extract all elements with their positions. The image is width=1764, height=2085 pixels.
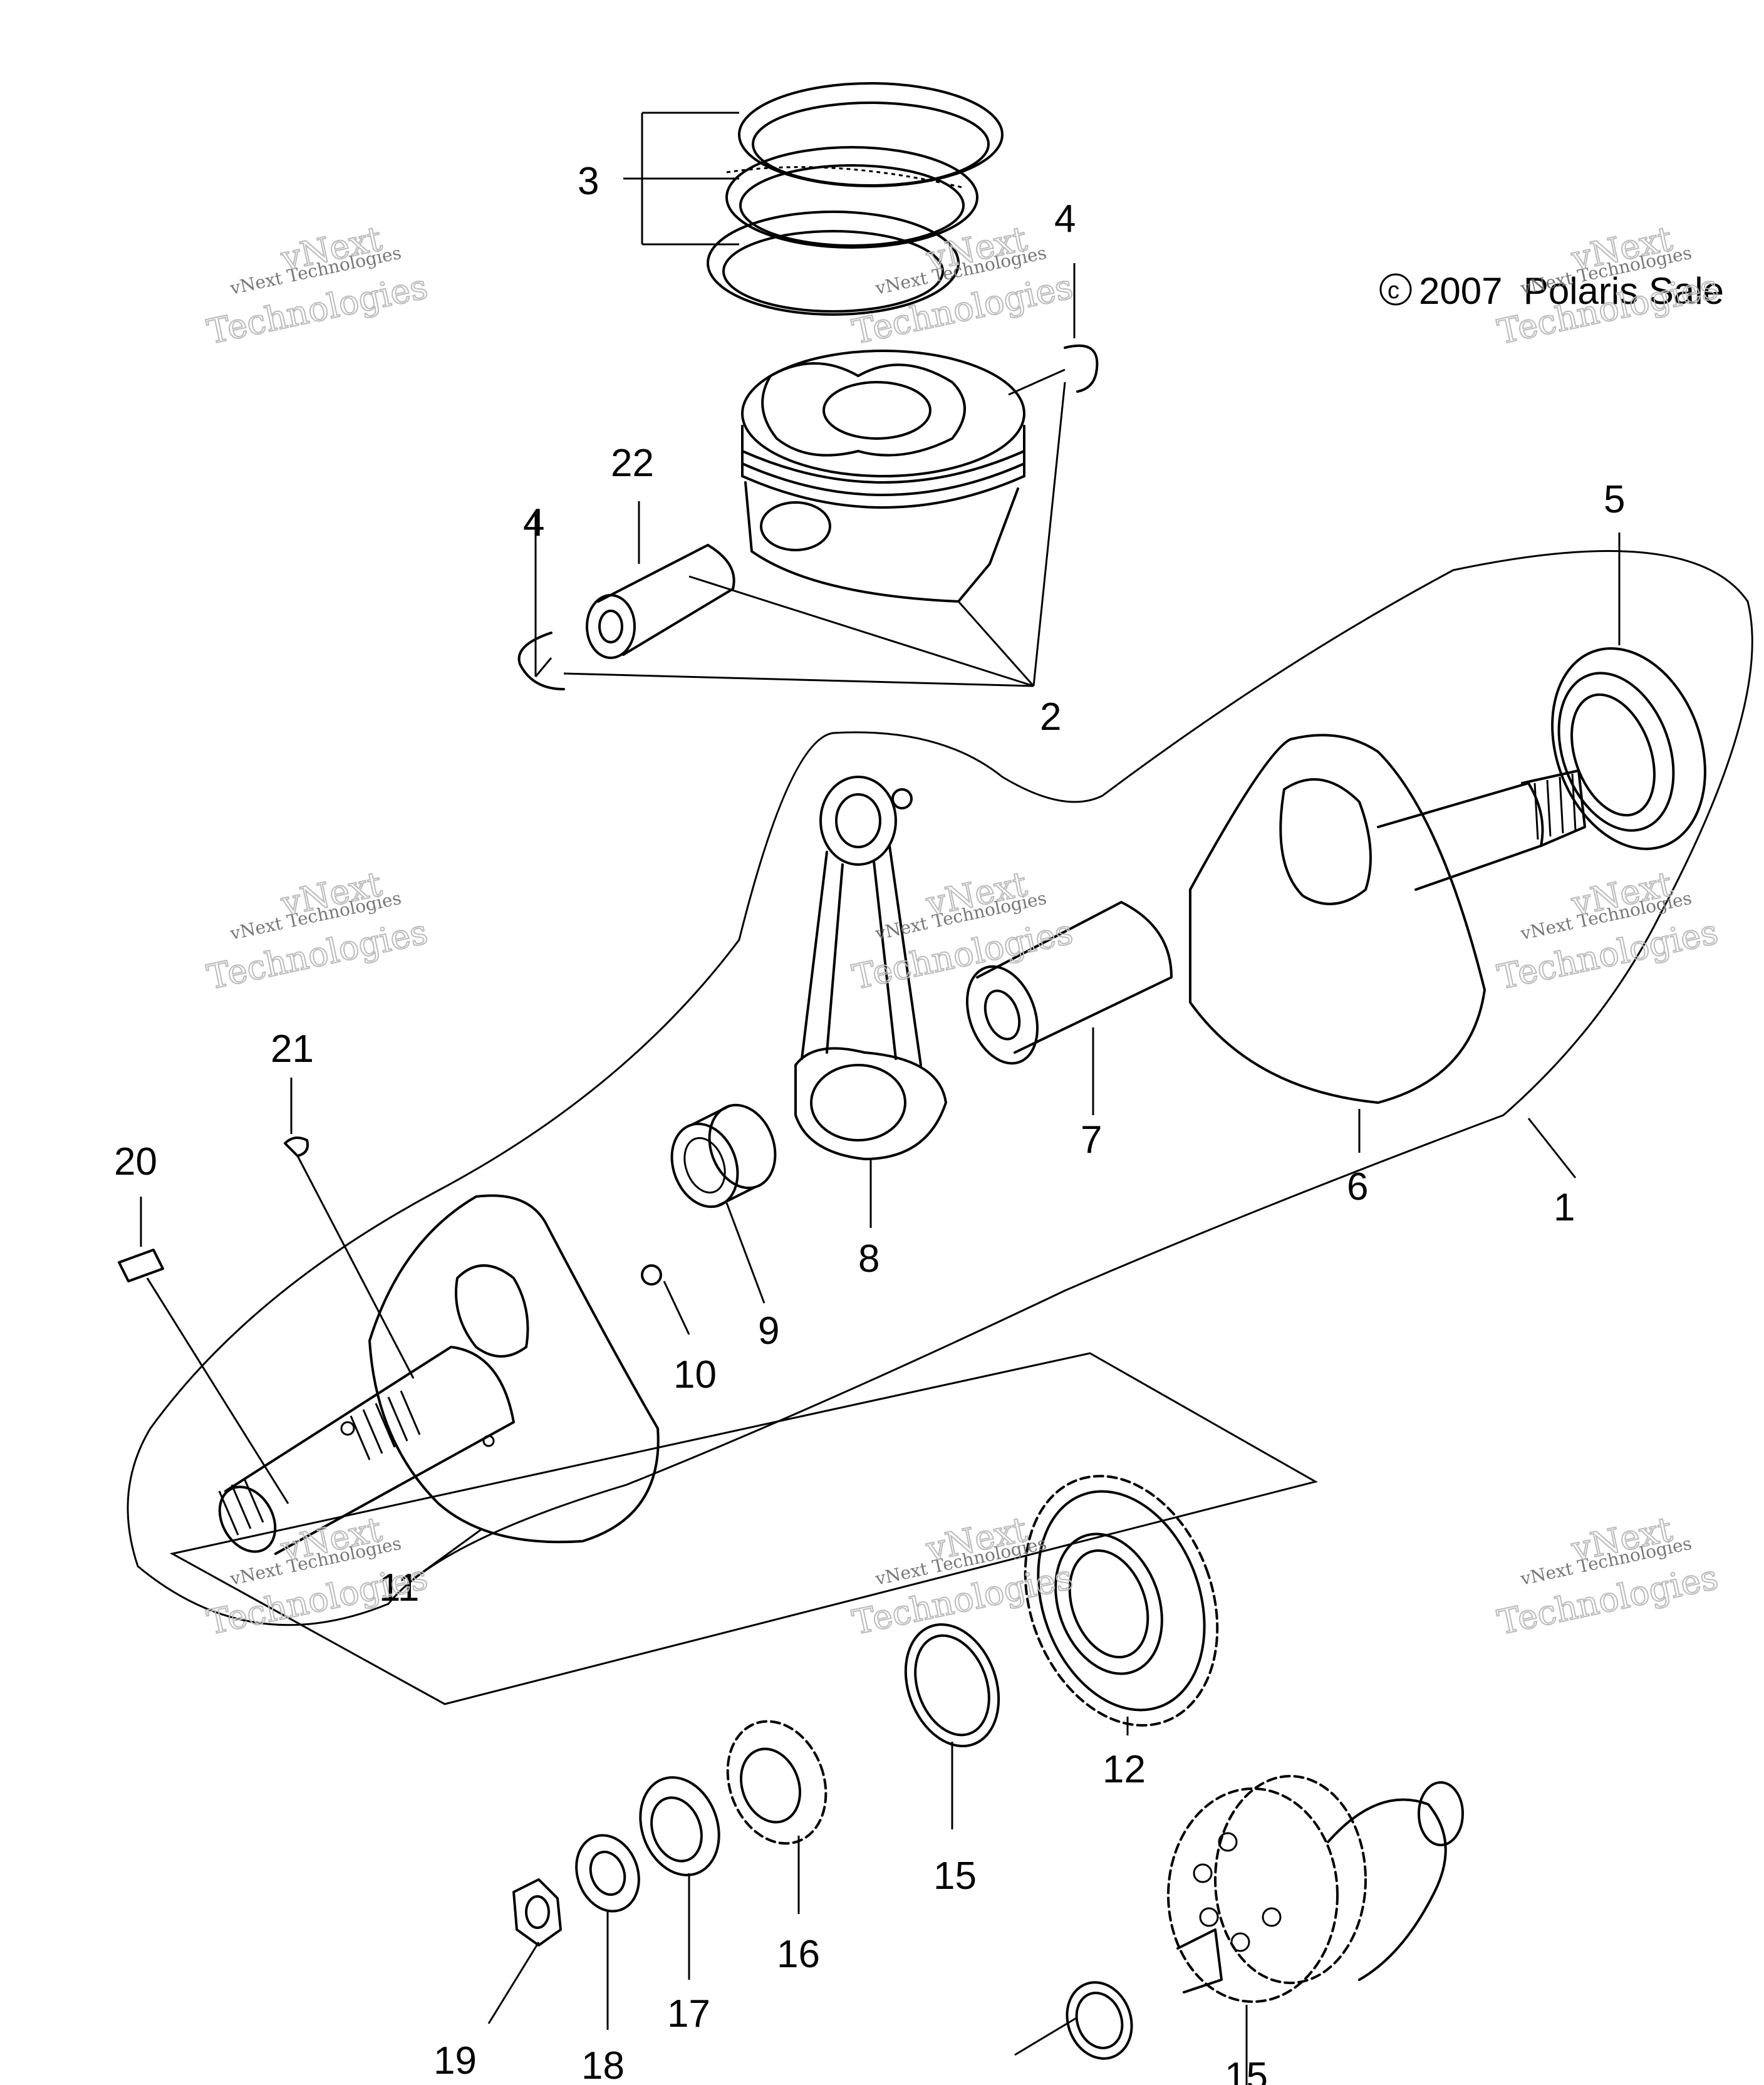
callout-18: 18 — [581, 2044, 625, 2085]
collar — [639, 1776, 720, 1876]
washer — [575, 1834, 640, 1913]
piston-rings — [707, 82, 1004, 316]
leader-lines — [140, 112, 1621, 2085]
callout-3: 3 — [578, 160, 599, 203]
callout-15-upper: 15 — [933, 1854, 977, 1898]
callout-17: 17 — [667, 1992, 710, 2036]
callout-1: 1 — [1554, 1186, 1575, 1229]
callout-15-lower: 15 — [1225, 2055, 1268, 2085]
callout-20: 20 — [114, 1140, 157, 1183]
callout-8: 8 — [858, 1237, 879, 1281]
piston-pin — [586, 544, 735, 659]
callout-4-right: 4 — [1054, 197, 1076, 241]
circlip-right — [1064, 344, 1099, 393]
callout-21: 21 — [271, 1027, 314, 1071]
callout-numbers: 1 2 3 4 4 5 6 7 8 9 10 11 12 15 15 16 17… — [114, 160, 1625, 2085]
callout-16: 16 — [777, 1933, 820, 1976]
left-crank-half — [218, 1194, 660, 1555]
sprocket — [726, 1720, 828, 1845]
callout-2: 2 — [1040, 695, 1061, 739]
callout-19: 19 — [433, 2039, 477, 2082]
piston — [741, 350, 1025, 603]
circlip-left — [517, 632, 565, 690]
balance-shaft — [1066, 1775, 1464, 2060]
callout-11: 11 — [379, 1566, 419, 1609]
callout-10: 10 — [673, 1353, 717, 1396]
drive-gear — [1024, 1475, 1219, 1727]
copyright-text: 2007 Polaris Sale — [1419, 270, 1724, 312]
callout-12: 12 — [1102, 1748, 1146, 1791]
check-ball — [641, 1264, 662, 1286]
connecting-rod — [794, 776, 947, 1160]
thrust-washer — [904, 1623, 1000, 1747]
right-crank-half — [1189, 734, 1586, 1104]
nut — [512, 1878, 562, 1947]
callout-4-left: 4 — [523, 501, 544, 544]
callout-5: 5 — [1604, 478, 1625, 521]
callout-7: 7 — [1081, 1118, 1102, 1162]
callout-9: 9 — [758, 1309, 779, 1353]
crankshaft-assembly-outline — [127, 550, 1753, 1626]
watermarks: vNext Technologies vNext Technologies vN… — [203, 218, 1722, 1643]
needle-bearing — [670, 1103, 777, 1209]
callout-6: 6 — [1347, 1165, 1368, 1209]
copyright-notice: c 2007 Polaris Sale — [1379, 270, 1724, 312]
square-key — [118, 1249, 164, 1282]
svg-text:c: c — [1388, 278, 1399, 304]
callout-22: 22 — [611, 442, 654, 485]
sub-assembly-box — [169, 1352, 1318, 1705]
woodruff-key — [284, 1136, 309, 1157]
crank-pin — [965, 901, 1173, 1065]
main-bearing — [1551, 647, 1706, 850]
